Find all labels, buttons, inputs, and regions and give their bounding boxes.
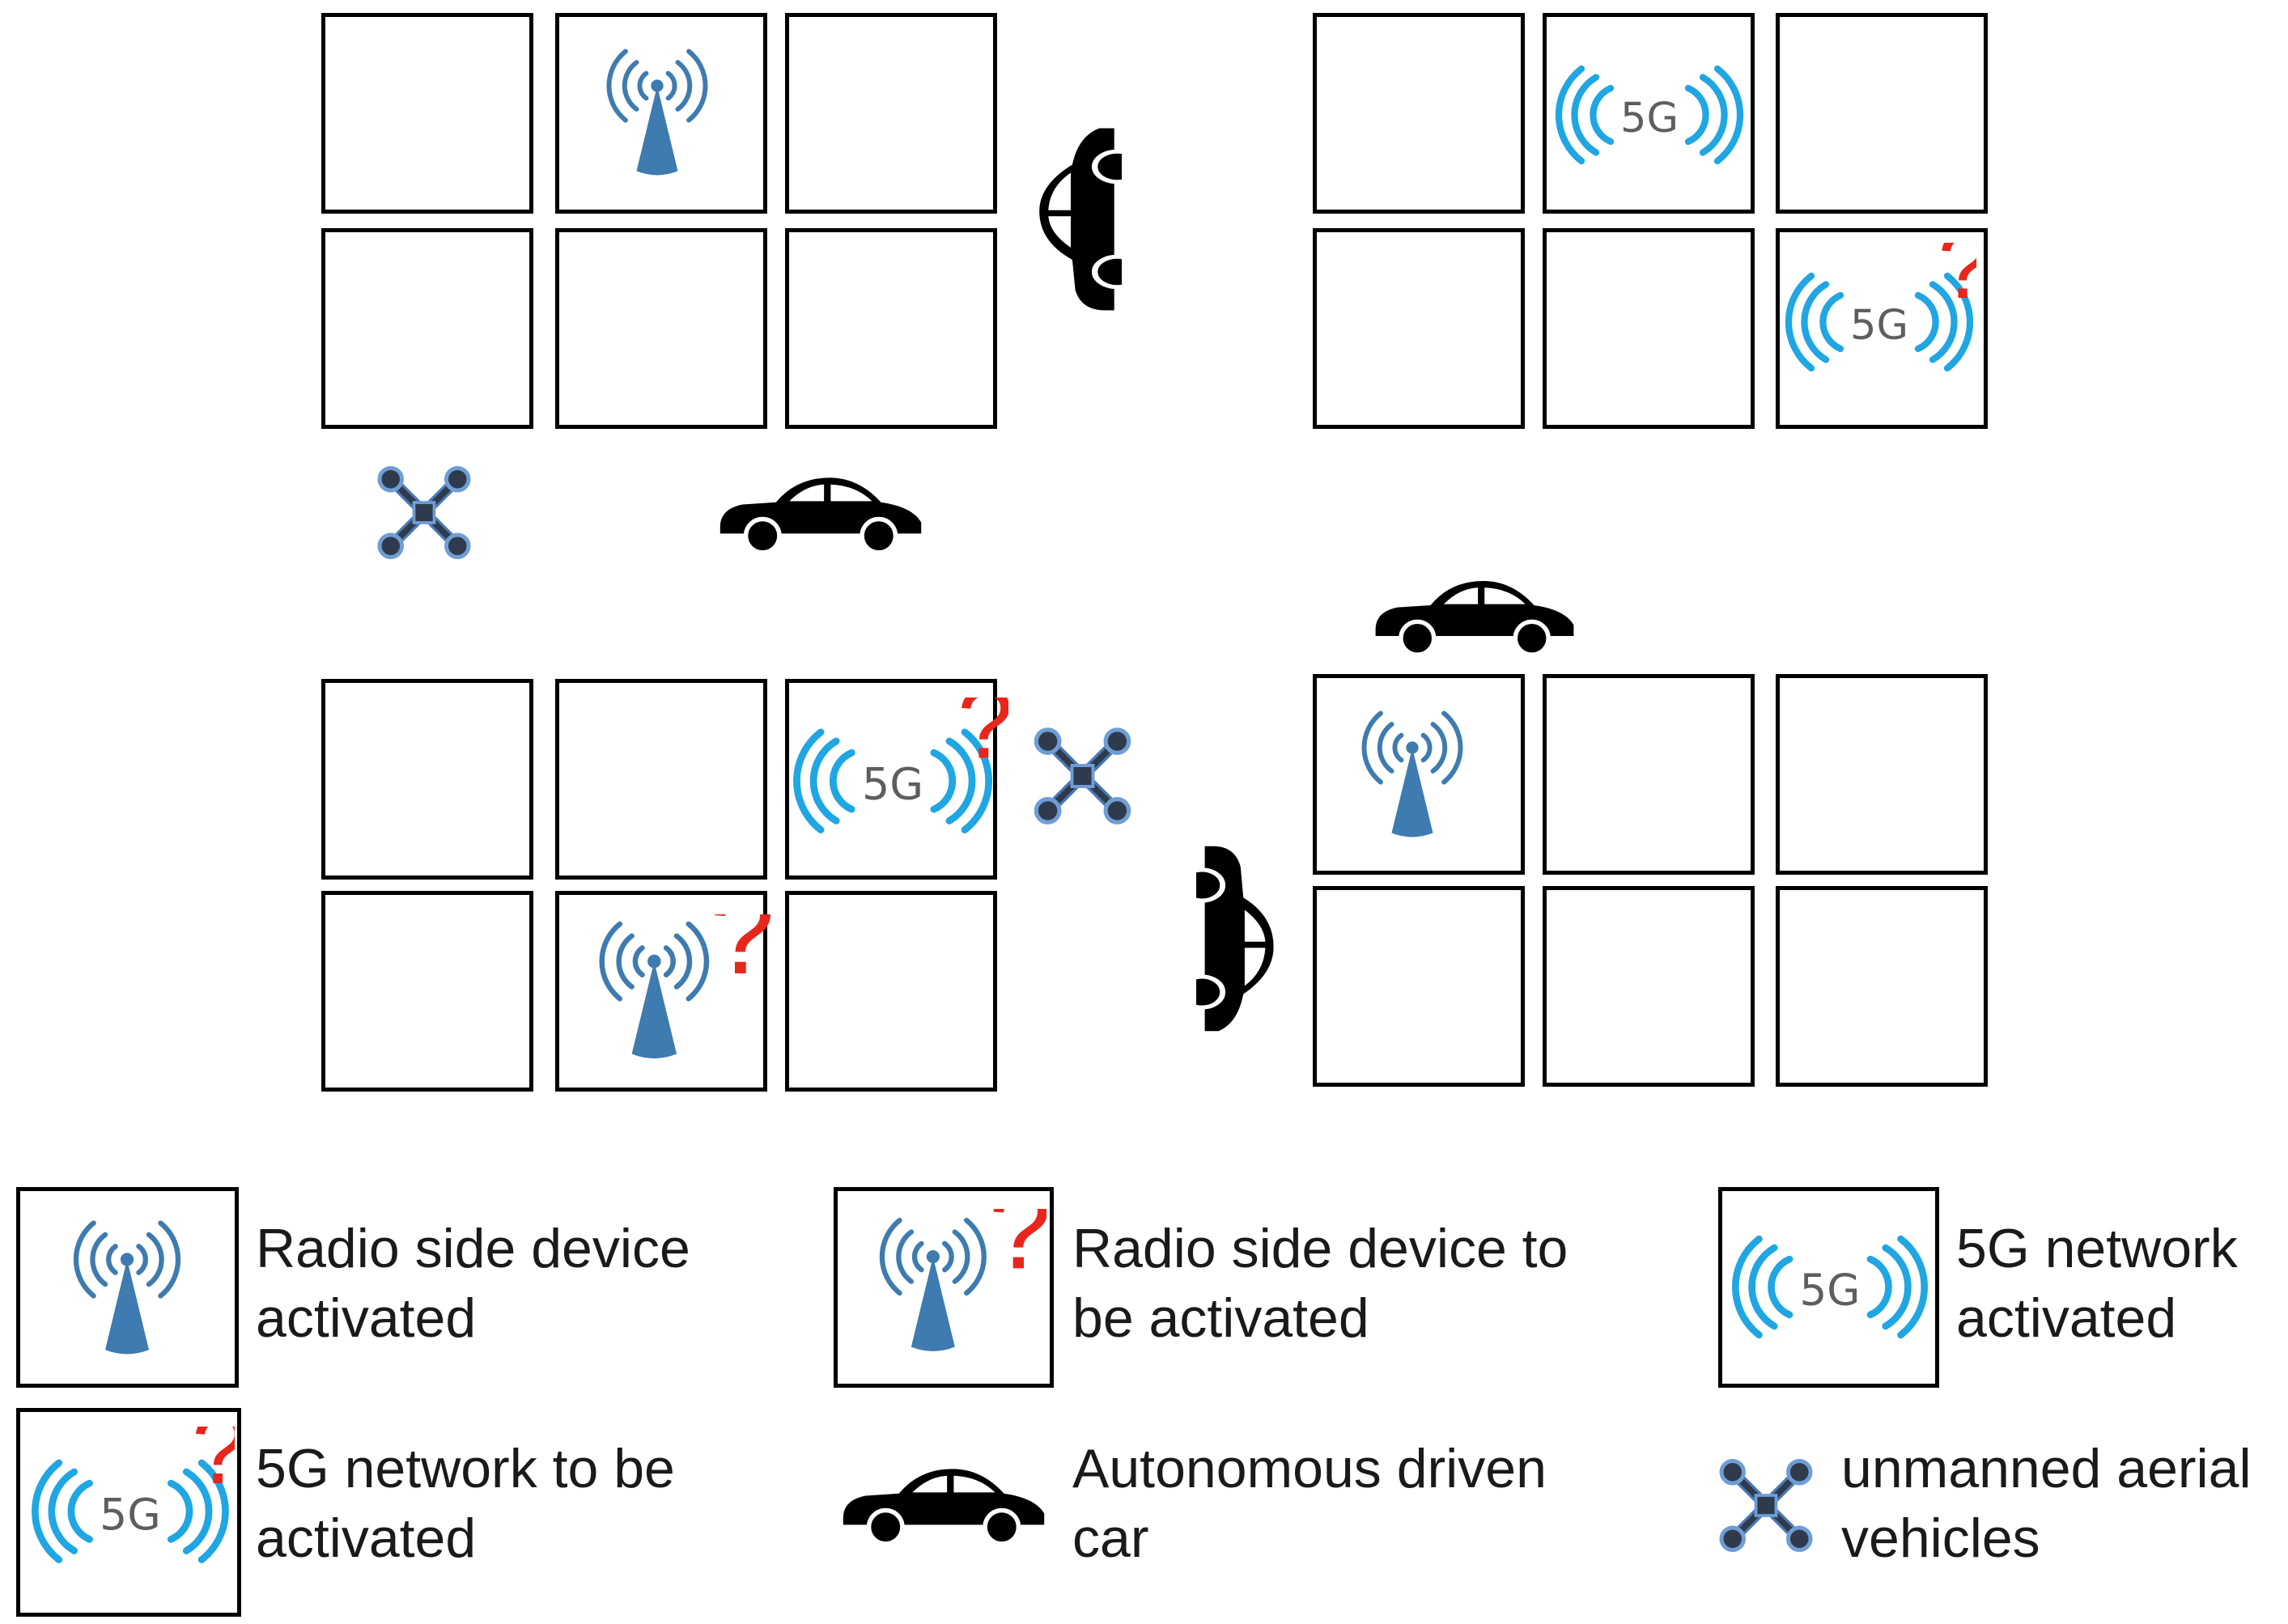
radio-tower-icon: [1344, 702, 1481, 848]
grid-cell: [1543, 886, 1755, 1087]
legend-label-radio-to-activate: Radio side device to be activated: [1072, 1218, 1568, 1349]
5g-network-icon: 5G ?: [28, 1427, 235, 1588]
5g-network-icon: 5G: [1729, 1220, 1931, 1354]
car-icon: [709, 461, 932, 562]
question-mark: ?: [957, 698, 1008, 780]
car-icon: [832, 1448, 1055, 1558]
car-icon: [1365, 564, 1585, 665]
grid-cell: [321, 891, 533, 1092]
radio-tower-icon: ?: [860, 1209, 1046, 1363]
5g-label: 5G: [1800, 1265, 1861, 1315]
question-mark: ?: [989, 1209, 1046, 1292]
5g-label: 5G: [1850, 302, 1908, 350]
grid-cell: [321, 679, 533, 880]
5g-network-icon: 5G: [1552, 50, 1747, 180]
5g-network-icon: 5G ?: [790, 698, 1008, 859]
radio-tower-icon: [54, 1214, 200, 1363]
grid-cell: [321, 228, 533, 429]
question-mark: ?: [710, 914, 774, 999]
5g-label: 5G: [862, 758, 923, 809]
car-icon: [1017, 113, 1122, 324]
5g-label: 5G: [1620, 95, 1679, 142]
grid-cell: [555, 228, 767, 429]
legend-label-uav: unmanned aerial vehicles: [1841, 1438, 2252, 1569]
grid-cell: [785, 679, 997, 880]
grid-cell: [1313, 228, 1525, 429]
legend-swatch: ?: [834, 1187, 1054, 1388]
legend-label-5g-activated: 5G network activated: [1956, 1218, 2238, 1349]
grid-cell: [785, 891, 997, 1092]
5g-label: 5G: [100, 1489, 161, 1540]
grid-cell: [1543, 228, 1755, 429]
legend-label-car: Autonomous driven car: [1072, 1438, 1547, 1569]
legend-label-5g-to-activate: 5G network to be activated: [256, 1438, 675, 1569]
car-icon: [1196, 829, 1295, 1046]
grid-cell: [1776, 674, 1988, 875]
legend-label-radio-activated: Radio side device activated: [256, 1218, 690, 1349]
legend-swatch: [16, 1187, 239, 1388]
radio-tower-icon: ?: [579, 914, 774, 1068]
drone-icon: [1713, 1455, 1819, 1556]
legend-swatch: 5G: [1718, 1187, 1939, 1388]
grid-cell: [1313, 13, 1525, 214]
5g-network-icon: 5G ?: [1782, 243, 1976, 396]
grid-cell: [1543, 13, 1755, 214]
grid-cell: [785, 13, 997, 214]
grid-cell: [1313, 674, 1525, 875]
drone-icon: [1028, 723, 1137, 829]
question-mark: ?: [192, 1427, 235, 1505]
grid-cell: [1776, 13, 1988, 214]
drone-icon: [371, 462, 478, 563]
grid-cell: [321, 13, 533, 214]
radio-tower-icon: [588, 40, 726, 186]
grid-cell: [1776, 886, 1988, 1087]
grid-cell: [1543, 674, 1755, 875]
legend-swatch: 5G ?: [16, 1408, 241, 1617]
question-mark: ?: [1938, 243, 1976, 318]
grid-cell: [555, 679, 767, 880]
grid-cell: [1313, 886, 1525, 1087]
grid-cell: [785, 228, 997, 429]
